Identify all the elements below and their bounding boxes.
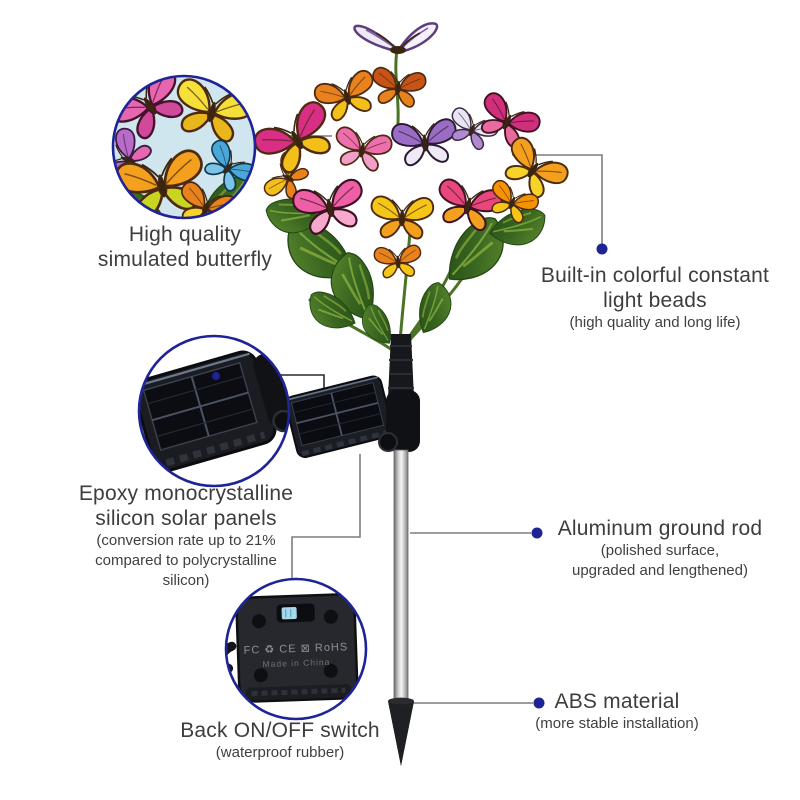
callout-switch-label: Back ON/OFF switch (waterproof rubber) (180, 718, 380, 763)
callout-title: Back ON/OFF switch (180, 719, 380, 742)
solar-panel-detail-circle (137, 334, 291, 488)
callout-abs-label: ABS material (more stable installation) (535, 689, 698, 734)
callout-subtitle: (high quality and long life) (569, 314, 741, 331)
callout-subtitle: silicon) (162, 572, 210, 589)
solar-panel-assembly (284, 375, 420, 458)
callout-subtitle: (waterproof rubber) (215, 744, 345, 761)
callout-light-beads-label: Built-in colorful constant light beads (… (541, 263, 769, 333)
callout-title: light beads (603, 289, 707, 312)
callout-title: simulated butterfly (97, 248, 273, 271)
stem-wrap (388, 334, 414, 398)
butterfly-bouquet (249, 22, 573, 398)
switch-detail-circle: FC ♻ CE ⊠ RoHS Made in China (224, 577, 368, 721)
navy-callout-dot (596, 243, 608, 255)
on-off-switch (276, 603, 315, 623)
callout-butterfly-label: High quality simulated butterfly (98, 222, 272, 272)
leader-lines (256, 135, 603, 704)
callout-subtitle: (polished surface, (600, 542, 720, 559)
metal-rod (393, 449, 409, 704)
navy-callout-dot (533, 697, 545, 709)
callout-subtitle: (conversion rate up to 21% (96, 532, 276, 549)
callout-subtitle: upgraded and lengthened) (571, 562, 748, 579)
callout-solar-panel-label: Epoxy monocrystalline silicon solar pane… (79, 481, 293, 591)
leader-line-light-beads (512, 154, 603, 244)
callout-title: silicon solar panels (95, 507, 277, 530)
callout-title: Built-in colorful constant (540, 264, 770, 287)
callout-subtitle: compared to polycrystalline (95, 552, 277, 569)
made-in-label: Made in China (262, 657, 330, 669)
navy-callout-dot (212, 372, 220, 380)
navy-callout-dot (531, 527, 543, 539)
top-butterfly (353, 22, 439, 54)
certification-marks: FC ♻ CE ⊠ RoHS (243, 641, 348, 657)
callout-ground-rod-label: Aluminum ground rod (polished surface, u… (558, 516, 763, 581)
ground-spike (388, 697, 414, 766)
callout-title: High quality (128, 223, 242, 246)
callout-title: Epoxy monocrystalline (78, 482, 294, 505)
callout-dots (531, 243, 608, 709)
butterfly-detail-circle (111, 74, 257, 220)
callout-title: ABS material (554, 690, 680, 713)
callout-title: Aluminum ground rod (557, 517, 763, 540)
leader-line-switch (291, 454, 361, 582)
callout-subtitle: (more stable installation) (535, 715, 699, 732)
